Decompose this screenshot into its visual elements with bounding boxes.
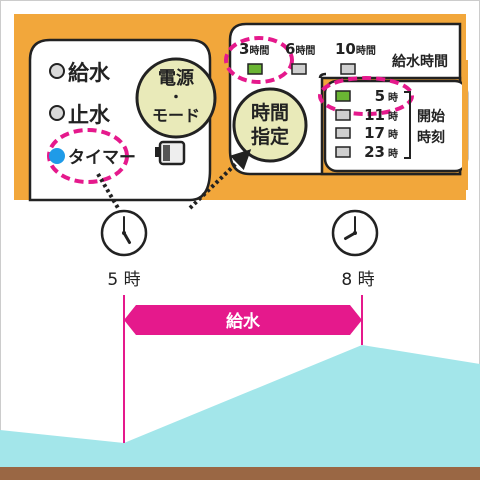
status-label-water: 給水 [68,61,111,85]
lamp-icon-lit [247,63,263,75]
lamp-icon-timer [49,148,65,164]
start-time-num-23: 23 [364,143,385,161]
ground-strip [0,467,480,480]
start-time-title-1: 開始 [417,108,445,125]
start-time-num-17: 17 [364,124,385,142]
status-row-timer: タイマー [47,128,136,184]
start-time-unit: 時 [388,91,398,104]
power-mode-button[interactable]: 電源 ・ モード [135,57,217,139]
lamp-icon [291,63,307,75]
mode-label: モード [152,106,200,125]
supply-band [124,305,362,335]
duration-label-3: 3時間 [239,40,269,58]
status-label-timer: タイマー [68,148,136,168]
time-set-line2: 指定 [251,125,289,148]
status-row-water: 給水 [49,61,111,85]
supply-band-label: 給水 [226,311,261,332]
lamp-icon [335,146,351,158]
start-time-option-17[interactable]: 17 時 [335,124,398,142]
start-time-bracket [404,91,411,159]
end-clock-icon [331,209,379,257]
start-time-num-11: 11 [364,106,385,124]
time-set-line1: 時間 [251,102,289,124]
start-time-unit: 時 [388,128,398,141]
start-time-num-5: 5 [375,87,385,105]
power-label: 電源 [158,67,194,89]
lamp-icon [49,105,65,121]
lamp-icon [49,63,65,79]
battery-icon [155,140,186,166]
lamp-icon-lit [335,90,351,102]
start-time-unit: 時 [388,147,398,160]
time-set-button[interactable]: 時間 指定 [232,87,308,163]
duration-option-3[interactable]: 3時間 [239,40,269,75]
lamp-icon [340,63,356,75]
start-time-unit: 時 [388,110,398,123]
start-time-option-11[interactable]: 11 時 [335,106,398,124]
highlight-duration [224,36,294,84]
end-time-label: 8 時 [341,270,374,290]
duration-option-10[interactable]: 10時間 [335,40,376,75]
water-level-area [0,345,480,468]
start-time-option-23[interactable]: 23 時 [335,143,398,161]
arrow-icon [188,149,252,210]
duration-label-6: 6時間 [285,40,315,58]
start-time-label: 5 時 [107,270,140,290]
lamp-icon [335,109,351,121]
duration-option-6[interactable]: 6時間 [285,40,315,75]
start-time-option-5[interactable]: 5 時 [335,87,398,105]
highlight-start-time [318,76,414,116]
duration-label-10: 10時間 [335,40,376,58]
start-time-title-2: 時刻 [417,129,445,146]
lamp-icon [335,127,351,139]
duration-title: 給水時間 [392,53,448,70]
power-dot: ・ [169,90,183,106]
start-clock-icon [100,209,148,257]
status-label-stop: 止水 [68,103,111,127]
status-row-stop: 止水 [49,103,111,127]
dotted-arrows [96,149,252,210]
